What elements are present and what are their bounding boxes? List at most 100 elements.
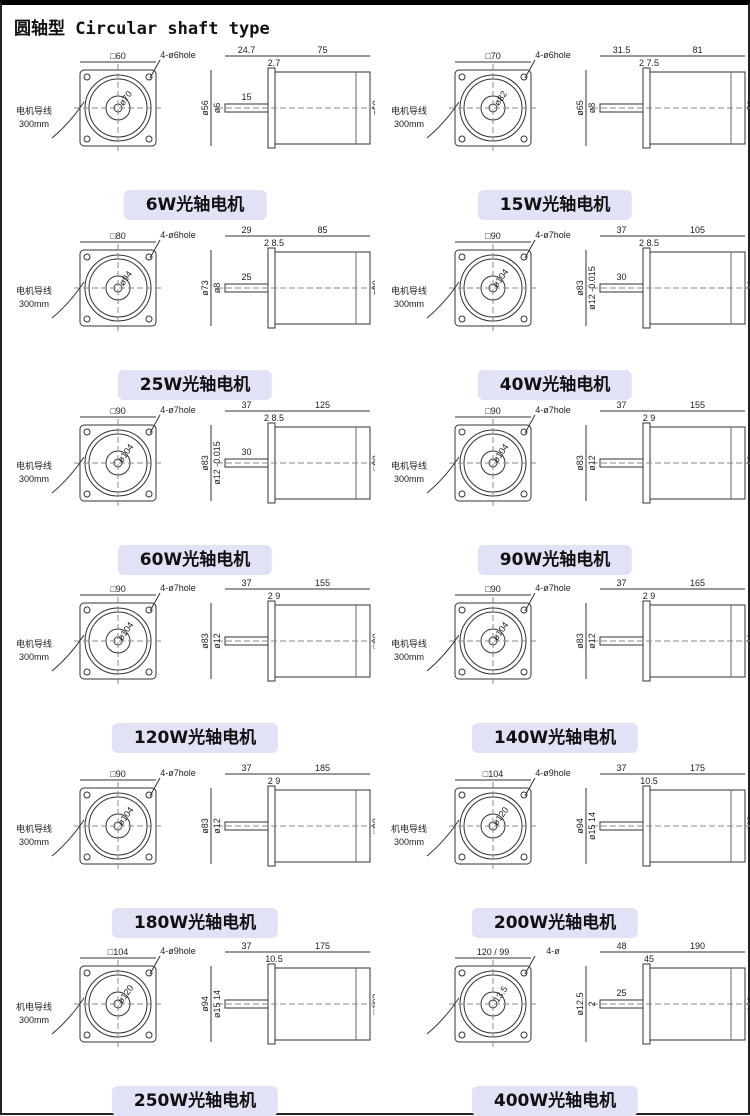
shaft-extension-label: 37 — [241, 941, 251, 951]
lead-wire-length: 300mm — [19, 119, 49, 129]
motor-model-label: 200W光轴电机 — [471, 908, 639, 938]
motor-model-label: 180W光轴电机 — [111, 908, 279, 938]
body-diameter-label: ø83 — [575, 633, 585, 649]
lead-wire-label: 电机导线 — [391, 285, 427, 296]
mounting-hole — [458, 668, 466, 676]
leader-line — [149, 777, 161, 797]
outer-diameter-label: □90 — [746, 455, 750, 470]
shaft-diameter-label: 2 — [587, 1001, 597, 1006]
body-length-label: 81 — [692, 45, 702, 55]
mounting-hole — [145, 135, 153, 143]
outer-diameter-label: □102 — [371, 994, 375, 1014]
body-length-label: 85 — [317, 225, 327, 235]
lead-wire — [426, 456, 460, 494]
mounting-hole — [145, 253, 153, 261]
lead-wire — [51, 997, 85, 1035]
body-length-label: 175 — [315, 941, 330, 951]
shaft-extension-label: 31.5 — [613, 45, 631, 55]
leader-line — [524, 955, 536, 975]
lead-wire — [51, 819, 85, 857]
motor-model-label: 250W光轴电机 — [111, 1086, 279, 1116]
mounting-hole — [458, 73, 466, 81]
shaft-length-label: 25 — [616, 988, 626, 998]
lead-wire-length: 300mm — [394, 652, 424, 662]
lead-wire — [51, 101, 85, 139]
lead-wire — [426, 101, 460, 139]
mounting-hole — [458, 315, 466, 323]
flange-label: 2 8.5 — [639, 238, 659, 248]
shaft-diameter-label: ø15 14 — [212, 990, 222, 1018]
body-diameter-label: ø83 — [200, 633, 210, 649]
square-size-label: □104 — [108, 947, 128, 957]
leader-line — [524, 239, 536, 259]
motor-model-label: 90W光轴电机 — [477, 545, 633, 575]
lead-wire-label: 机电导线 — [16, 1001, 52, 1012]
lead-wire-label: 电机导线 — [16, 638, 52, 649]
body-length-label: 105 — [690, 225, 705, 235]
shaft-length-label: 25 — [241, 272, 251, 282]
lead-wire-length: 300mm — [394, 119, 424, 129]
outer-diameter-label: □102 — [746, 816, 750, 836]
hole-label: 4-ø7hole — [160, 768, 196, 778]
outer-diameter-label: □90 — [371, 633, 375, 648]
flange-label: 2 9 — [643, 591, 656, 601]
mounting-hole — [520, 315, 528, 323]
hole-label: 4-ø7hole — [535, 230, 571, 240]
body-diameter-label: ø94 — [575, 818, 585, 834]
mounting-hole — [145, 969, 153, 977]
mounting-hole — [145, 668, 153, 676]
mounting-hole — [83, 490, 91, 498]
shaft-diameter-label: ø12 — [587, 633, 597, 649]
mounting-hole — [145, 315, 153, 323]
mounting-hole — [145, 791, 153, 799]
outer-diameter-label: □90 — [746, 633, 750, 648]
lead-wire — [426, 997, 460, 1035]
hole-label: 4-ø7hole — [160, 405, 196, 415]
lead-wire-label: 电机导线 — [391, 105, 427, 116]
square-size-label: □90 — [485, 406, 500, 416]
mounting-hole — [145, 1031, 153, 1039]
mounting-hole — [458, 791, 466, 799]
shaft-length-label: 15 — [241, 92, 251, 102]
outer-diameter-label: □90 — [371, 818, 375, 833]
motor-model-label: 140W光轴电机 — [471, 723, 639, 753]
pcd-label: ø82 — [492, 89, 509, 107]
shaft-diameter-label: ø8 — [212, 283, 222, 294]
lead-wire — [426, 634, 460, 672]
mounting-hole — [520, 428, 528, 436]
leader-line — [149, 955, 161, 975]
pcd-label: ø120 — [491, 805, 511, 828]
mounting-hole — [83, 428, 91, 436]
flange-label: 2 8.5 — [264, 238, 284, 248]
square-size-label: □90 — [110, 406, 125, 416]
square-size-label: □60 — [110, 51, 125, 61]
square-size-label: □90 — [110, 584, 125, 594]
pcd-label: ø104 — [491, 620, 511, 643]
body-length-label: 125 — [315, 400, 330, 410]
front-view-square — [454, 69, 532, 147]
mounting-hole — [458, 253, 466, 261]
flange-label: 2 8.5 — [264, 413, 284, 423]
flange-label: 2.7 — [268, 58, 281, 68]
lead-wire-length: 300mm — [394, 474, 424, 484]
shaft-diameter-label: ø12 — [212, 818, 222, 834]
mounting-hole — [83, 853, 91, 861]
front-view-square — [79, 249, 157, 327]
pcd-label: ø104 — [491, 267, 511, 290]
shaft-diameter-label: ø8 — [587, 103, 597, 114]
mounting-hole — [520, 969, 528, 977]
hole-label: 4-ø7hole — [535, 583, 571, 593]
shaft-diameter-label: ø12 -0.015 — [587, 266, 597, 310]
mounting-hole — [145, 428, 153, 436]
outer-diameter-label: □90 — [371, 455, 375, 470]
mounting-hole — [520, 791, 528, 799]
